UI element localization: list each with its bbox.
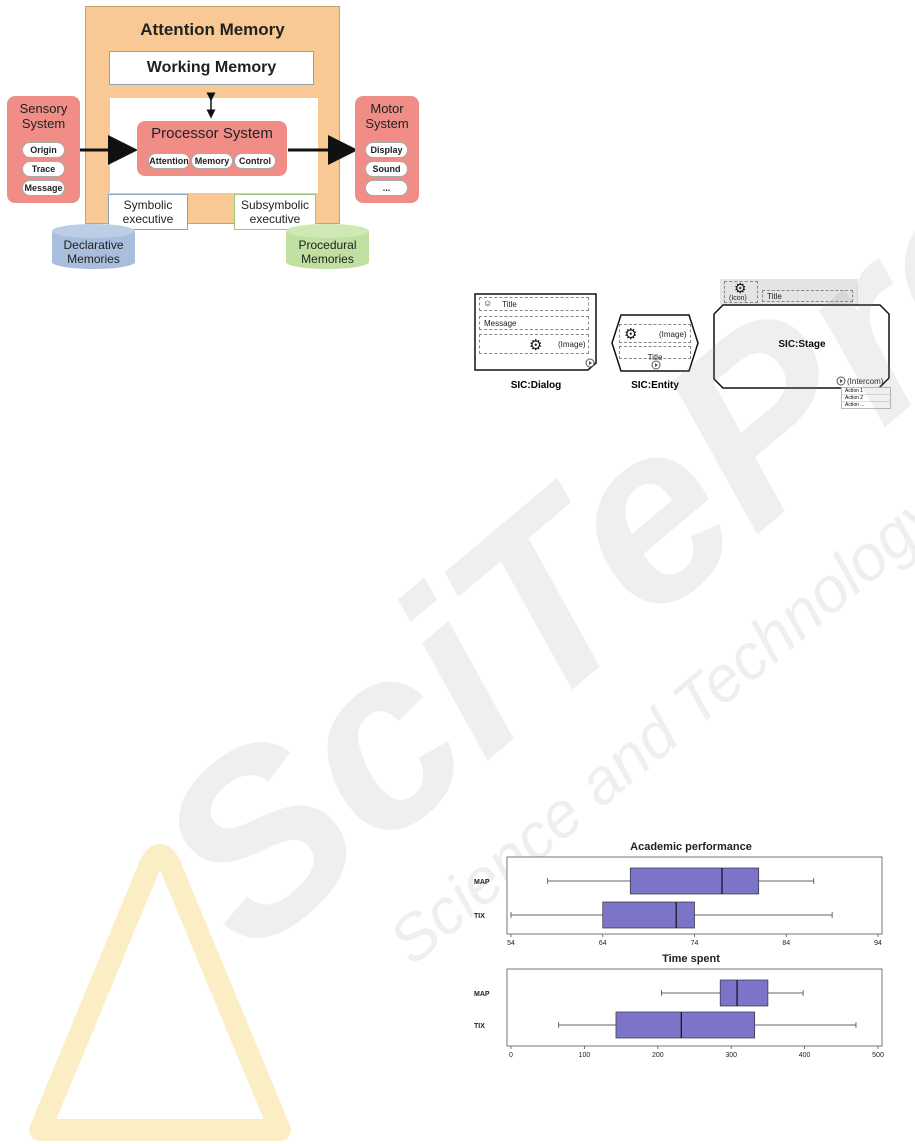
symbolic-executive-line2: executive: [122, 212, 174, 226]
motor-item-more: ...: [365, 180, 408, 196]
processor-system-box: Processor System Attention Memory Contro…: [137, 121, 287, 176]
dialog-image-field: ⚙ (Image): [479, 334, 589, 354]
chart1-category-label: MAP: [474, 879, 490, 886]
chart-academic-performance: 54 64 74 84 94 MAP TIX: [474, 856, 883, 947]
gear-icon: ⚙: [734, 280, 747, 296]
stage-action-1: Action 1: [842, 388, 890, 395]
chart2-xtick-label: 100: [579, 1052, 591, 1059]
symbolic-executive-line1: Symbolic: [123, 198, 173, 212]
working-memory-box: Working Memory: [109, 51, 314, 85]
declarative-line1: Declarative: [63, 238, 124, 252]
entity-title-field: Title: [619, 346, 691, 362]
subsymbolic-executive-box: Subsymbolic executive: [234, 194, 316, 230]
processor-item-control: Control: [234, 153, 276, 169]
entity-image-text: (Image): [659, 330, 687, 339]
sensory-system-title-2: System: [21, 116, 66, 131]
sensory-system-box: Sensory System Origin Trace Message: [7, 96, 80, 203]
stage-header-bar: [720, 279, 858, 305]
processor-item-attention: Attention: [148, 153, 190, 169]
gear-icon: ⚙: [624, 326, 638, 343]
motor-item-sound: Sound: [365, 161, 408, 177]
chart2-xtick-label: 300: [725, 1052, 737, 1059]
sensory-item-message: Message: [22, 180, 65, 196]
stage-action-menu: Action 1 Action 2 Action ...: [841, 387, 891, 409]
sensory-system-title-1: Sensory: [19, 101, 68, 116]
chart2-xtick-label: 500: [872, 1052, 884, 1059]
stage-title-field: Title: [762, 290, 853, 302]
procedural-memories-cylinder: Procedural Memories: [286, 224, 369, 270]
procedural-cylinder-shape: [286, 224, 369, 269]
sic-entity-shape: [611, 314, 699, 372]
stage-icon-text: (Icon): [729, 295, 747, 302]
smiley-icon: ☺: [483, 298, 493, 308]
stage-intercom-text: (Intercom): [847, 377, 884, 386]
play-icon: [651, 360, 661, 370]
chart1-box: [602, 901, 695, 929]
sic-stage-caption: SIC:Stage: [778, 339, 826, 350]
chart2-category-label: MAP: [474, 991, 490, 998]
entity-title-text: Title: [647, 353, 663, 362]
chart2-xtick-label: 400: [799, 1052, 811, 1059]
dialog-message-text: Message: [484, 319, 517, 328]
processor-system-title: Processor System: [151, 125, 273, 142]
motor-system-title-2: System: [365, 116, 409, 131]
chart1-box: [629, 867, 760, 895]
sic-entity-caption: SIC:Entity: [631, 380, 679, 391]
chart2-box: [719, 979, 769, 1007]
stage-title-text: Title: [767, 292, 782, 301]
declarative-cylinder-shape: [52, 224, 135, 269]
sensory-item-origin: Origin: [22, 142, 65, 158]
declarative-line2: Memories: [67, 252, 120, 266]
subsymbolic-executive-line1: Subsymbolic: [240, 198, 310, 212]
procedural-memories-label: Procedural Memories: [286, 238, 369, 266]
procedural-line1: Procedural: [298, 238, 357, 252]
subsymbolic-executive-line2: executive: [249, 212, 301, 226]
processor-item-memory: Memory: [191, 153, 233, 169]
attention-memory-title: Attention Memory: [140, 20, 285, 39]
stage-action-2: Action 2: [842, 395, 890, 402]
entity-image-field: ⚙ (Image): [619, 324, 691, 343]
dialog-title-field: ☺ Title: [479, 297, 589, 311]
dialog-message-field: Message: [479, 316, 589, 330]
architecture-connectors: [80, 92, 358, 165]
chart1-xtick-label: 74: [691, 940, 699, 947]
motor-system-title-1: Motor: [370, 101, 404, 116]
sic-dialog-shape: [474, 293, 597, 371]
chart-time-spent: 0 100 200 300 400 500 MAP TIX: [474, 968, 884, 1059]
chart1-title: Academic performance: [630, 841, 752, 853]
dialog-title-text: Title: [502, 300, 517, 309]
chart2-box: [615, 1011, 756, 1039]
symbolic-executive-box: Symbolic executive: [108, 194, 188, 230]
chart2-xtick-label: 200: [652, 1052, 664, 1059]
sic-dialog-caption: SIC:Dialog: [510, 380, 562, 391]
sensory-item-trace: Trace: [22, 161, 65, 177]
chart1-xtick-label: 64: [599, 940, 607, 947]
stage-icon-field: ⚙ (Icon): [724, 280, 758, 303]
motor-item-display: Display: [365, 142, 408, 158]
chart1-xtick-label: 54: [507, 940, 515, 947]
chart1-xtick-label: 84: [782, 940, 790, 947]
chart1-xtick-label: 94: [874, 940, 882, 947]
watermark-logo: [29, 844, 291, 1141]
gear-icon: ⚙: [529, 337, 543, 354]
play-icon: [836, 376, 846, 386]
motor-system-box: Motor System Display Sound ...: [355, 96, 419, 203]
declarative-memories-label: Declarative Memories: [52, 238, 135, 266]
declarative-memories-cylinder: Declarative Memories: [52, 224, 135, 270]
procedural-line2: Memories: [301, 252, 354, 266]
chart2-category-label: TIX: [474, 1023, 485, 1030]
stage-action-3: Action ...: [845, 402, 865, 408]
chart2-title: Time spent: [662, 953, 720, 965]
chart1-category-label: TIX: [474, 913, 485, 920]
dialog-image-text: (Image): [558, 340, 586, 349]
chart2-xtick-label: 0: [509, 1052, 513, 1059]
